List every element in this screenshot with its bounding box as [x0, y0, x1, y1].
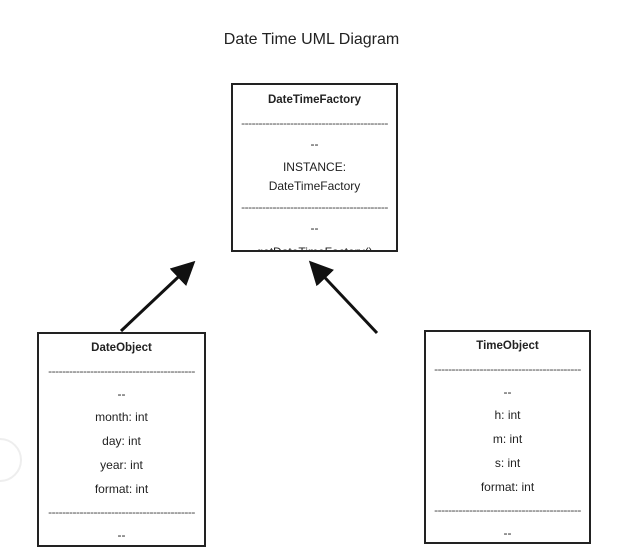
separator: ----------------------------------------…: [48, 364, 195, 378]
attribute: INSTANCE:: [282, 160, 347, 174]
arrow-date-to-factory: [119, 260, 196, 333]
separator: ----------------------------------------…: [241, 116, 388, 130]
attribute: format: int: [94, 482, 149, 496]
separator: ----------------------------------------…: [241, 200, 388, 214]
method-marker: --: [310, 221, 319, 235]
class-datetimefactory: DateTimeFactory ------------------------…: [231, 83, 398, 252]
method-marker: --: [117, 528, 126, 542]
separator: ----------------------------------------…: [434, 503, 581, 517]
attr-marker: --: [117, 387, 126, 401]
separator: ----------------------------------------…: [434, 362, 581, 376]
attribute: h: int: [494, 408, 521, 422]
class-name: TimeObject: [476, 340, 539, 352]
method: getDateTimeFactory(): [256, 245, 373, 252]
attribute: m: int: [492, 432, 523, 446]
attr-marker: --: [310, 137, 319, 151]
attribute: year: int: [100, 458, 143, 472]
class-dateobject: DateObject -----------------------------…: [37, 332, 206, 547]
attr-marker: --: [503, 385, 512, 399]
class-timeobject: TimeObject -----------------------------…: [424, 330, 591, 544]
class-name: DateTimeFactory: [267, 94, 362, 106]
arrow-time-to-factory: [308, 260, 379, 335]
class-name: DateObject: [91, 342, 152, 354]
diagram-title: Date Time UML Diagram: [223, 31, 400, 48]
attribute: month: int: [95, 410, 148, 424]
attribute: s: int: [494, 456, 521, 470]
attribute: format: int: [480, 480, 535, 494]
method-marker: --: [503, 526, 512, 540]
separator: ----------------------------------------…: [48, 505, 195, 519]
attribute: DateTimeFactory: [268, 179, 361, 193]
attribute: day: int: [102, 434, 141, 448]
